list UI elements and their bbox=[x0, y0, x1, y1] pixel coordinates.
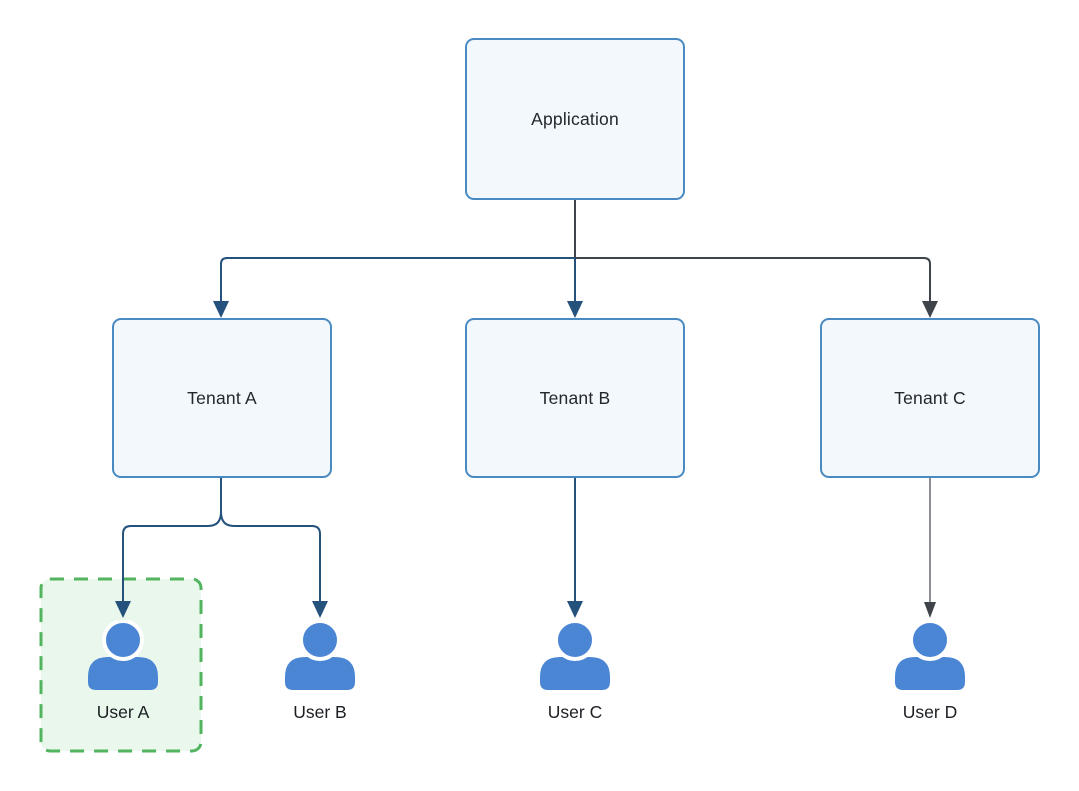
edge-tenant-a-user-a bbox=[122, 478, 222, 602]
arrowhead-user-b bbox=[312, 601, 328, 618]
node-tenant-a[interactable]: Tenant A bbox=[112, 318, 332, 478]
arrowhead-user-d bbox=[924, 602, 936, 618]
arrowhead-user-c bbox=[567, 601, 583, 618]
node-tenant-a-label: Tenant A bbox=[187, 387, 257, 408]
user-d-label: User D bbox=[902, 702, 958, 722]
node-user-c[interactable]: User C bbox=[515, 620, 635, 723]
node-application-label: Application bbox=[531, 108, 619, 129]
node-tenant-b[interactable]: Tenant B bbox=[465, 318, 685, 478]
node-user-a[interactable]: User A bbox=[63, 620, 183, 723]
user-icon bbox=[88, 620, 158, 690]
user-icon bbox=[540, 620, 610, 690]
node-user-d[interactable]: User D bbox=[870, 620, 990, 723]
edge-tenant-a-user-b bbox=[220, 478, 321, 602]
edge-application-tenant-c bbox=[575, 257, 931, 302]
arrowhead-tenant-c bbox=[922, 301, 938, 318]
user-a-label: User A bbox=[96, 702, 150, 722]
arrowhead-tenant-b bbox=[567, 301, 583, 318]
arrowhead-user-a bbox=[115, 601, 131, 618]
user-c-label: User C bbox=[547, 702, 603, 722]
node-application[interactable]: Application bbox=[465, 38, 685, 200]
user-icon bbox=[285, 620, 355, 690]
node-tenant-b-label: Tenant B bbox=[539, 387, 611, 408]
node-user-b[interactable]: User B bbox=[260, 620, 380, 723]
user-b-label: User B bbox=[293, 702, 347, 722]
edge-application-tenant-a bbox=[220, 257, 575, 302]
node-tenant-c[interactable]: Tenant C bbox=[820, 318, 1040, 478]
node-tenant-c-label: Tenant C bbox=[894, 387, 966, 408]
user-icon bbox=[895, 620, 965, 690]
arrowhead-tenant-a bbox=[213, 301, 229, 318]
